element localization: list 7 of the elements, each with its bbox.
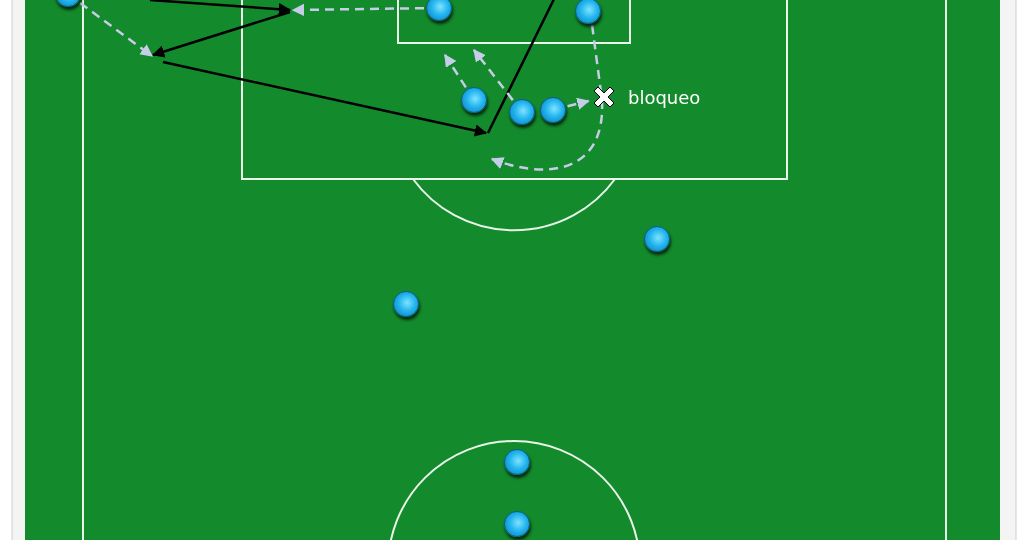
run-arrow bbox=[79, 1, 153, 57]
run-arrow bbox=[443, 53, 467, 89]
run-arrow bbox=[490, 25, 604, 171]
run-arrow bbox=[291, 3, 424, 17]
run-arrow bbox=[567, 97, 590, 110]
marker-label: bloqueo bbox=[628, 86, 701, 108]
run-arrow bbox=[473, 49, 514, 101]
